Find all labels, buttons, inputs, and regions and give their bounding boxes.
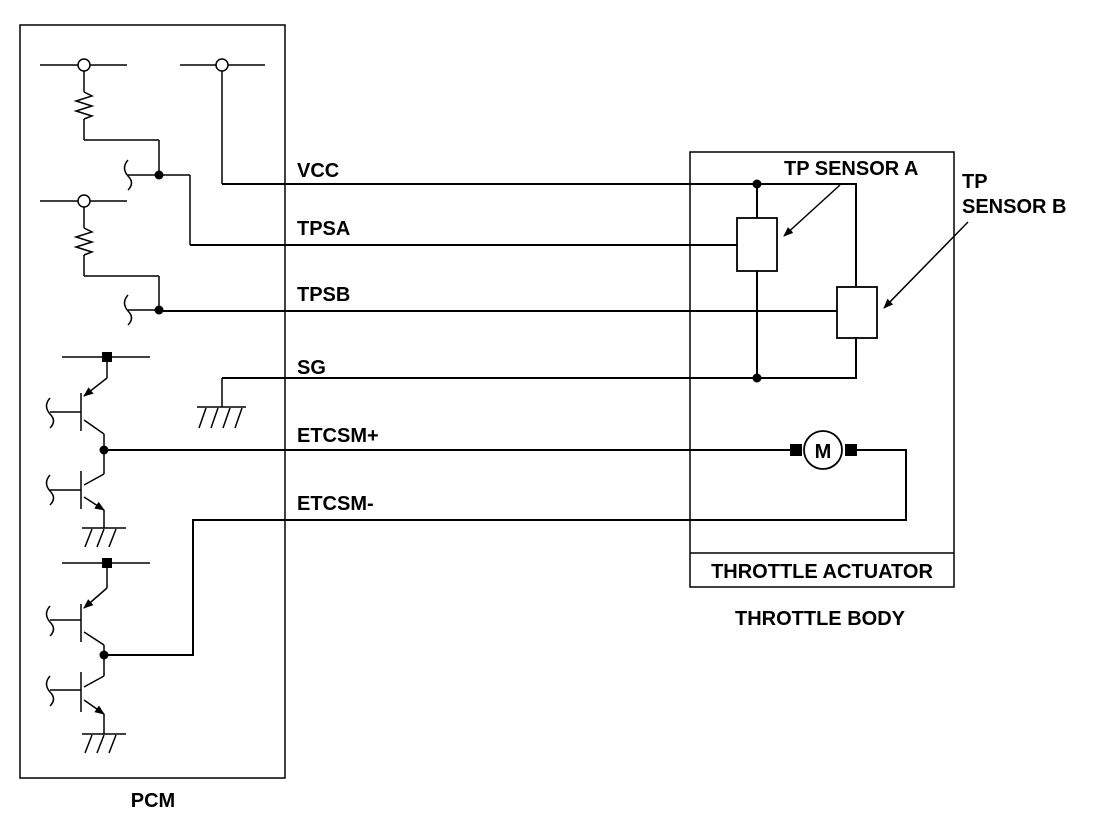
motor-symbol-label: M: [815, 441, 832, 463]
wire-vcc: [222, 183, 857, 287]
tp-sensor-a-label: TP SENSOR A: [784, 158, 918, 180]
sg-ground-symbol: [197, 378, 246, 429]
tp-sensor-a-leader-arrow: [783, 184, 841, 237]
wire-etcsm-minus: [104, 449, 907, 656]
throttle-actuator-box: [689, 151, 955, 588]
vcc-source-circuit: [180, 58, 265, 184]
wire-label-vcc: VCC: [297, 160, 339, 182]
tp-sensor-b: [836, 286, 878, 339]
tp-sensor-a: [736, 217, 778, 272]
pcm-box: [19, 24, 286, 779]
etcsm-minus-driver: [45, 558, 150, 754]
throttle-actuator-label: THROTTLE ACTUATOR: [711, 561, 933, 583]
tpsb-pullup-circuit: [40, 194, 164, 326]
pcm-label: PCM: [131, 790, 175, 812]
sg-junction: [752, 373, 762, 383]
wire-label-etcsm-plus: ETCSM+: [297, 425, 379, 447]
tp-sensor-b-leader-arrow: [883, 221, 969, 309]
wire-label-tpsb: TPSB: [297, 284, 350, 306]
wire-sg: [222, 338, 857, 379]
etcsm-plus-driver: [45, 352, 150, 548]
throttle-motor: M: [790, 430, 857, 470]
vcc-junction: [752, 179, 762, 189]
wire-label-tpsa: TPSA: [297, 218, 350, 240]
tp-sensor-b-label-line2: SENSOR B: [962, 196, 1066, 218]
wire-label-etcsm-minus: ETCSM-: [297, 493, 374, 515]
tp-sensor-b-label-line1: TP: [962, 171, 988, 193]
tpsa-pullup-circuit: [40, 58, 191, 245]
throttle-body-label: THROTTLE BODY: [735, 608, 906, 630]
wire-label-sg: SG: [297, 357, 326, 379]
